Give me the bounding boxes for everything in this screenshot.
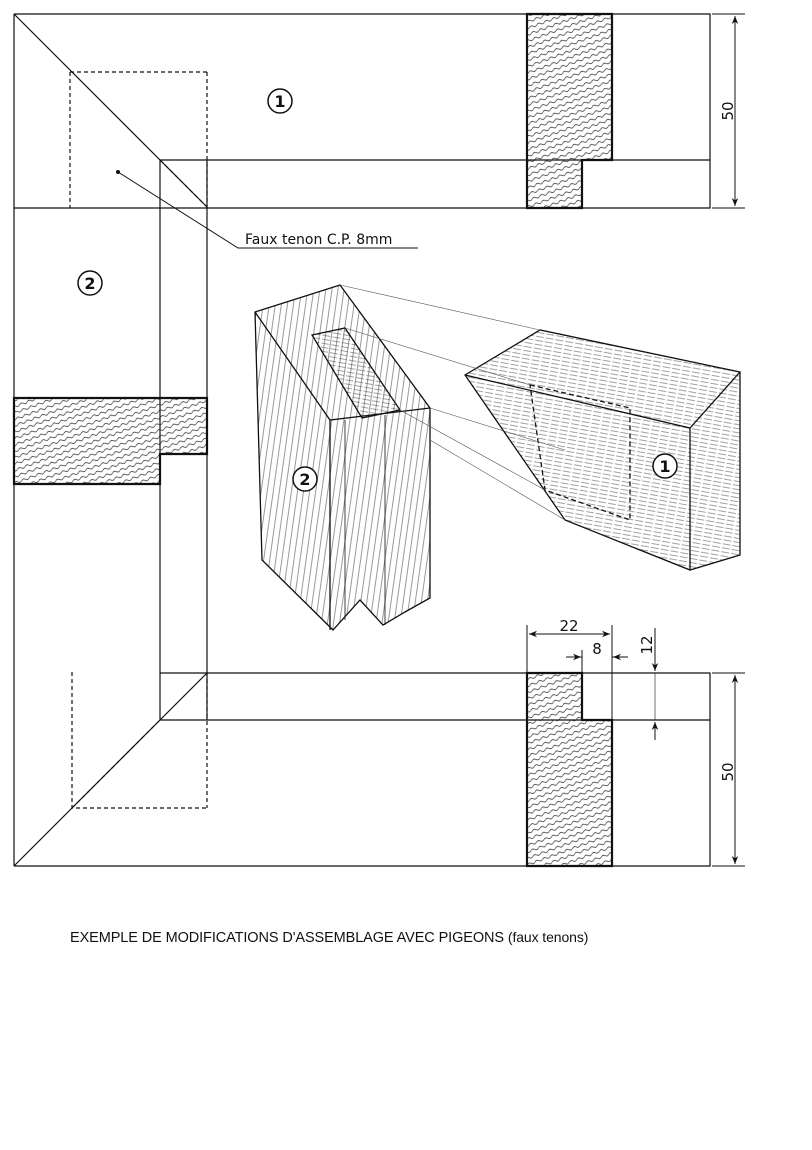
caption-main: EXEMPLE DE MODIFICATIONS D'ASSEMBLAGE AV… bbox=[70, 930, 504, 946]
dimensions bbox=[526, 13, 745, 867]
callout-false-tenon: Faux tenon C.P. 8mm bbox=[116, 170, 418, 249]
section-left bbox=[12, 396, 209, 486]
svg-text:1: 1 bbox=[659, 457, 670, 476]
svg-text:2: 2 bbox=[299, 470, 310, 489]
projection-lines bbox=[339, 284, 566, 521]
dim-8: 8 bbox=[592, 640, 602, 658]
part-2-label: 2 bbox=[77, 270, 103, 296]
section-bottom bbox=[525, 671, 614, 868]
svg-text:1: 1 bbox=[274, 92, 285, 111]
dim-22: 22 bbox=[559, 617, 578, 635]
iso-piece-2: 2 bbox=[254, 284, 431, 631]
iso-piece-1: 1 bbox=[464, 329, 741, 571]
callout-label: Faux tenon C.P. 8mm bbox=[245, 232, 392, 248]
dim-top-50: 50 bbox=[719, 101, 737, 120]
figure-caption: EXEMPLE DE MODIFICATIONS D'ASSEMBLAGE AV… bbox=[70, 929, 588, 946]
svg-text:2: 2 bbox=[84, 274, 95, 293]
dim-12: 12 bbox=[638, 635, 656, 654]
section-top bbox=[525, 12, 614, 210]
part-1-label: 1 bbox=[267, 88, 293, 114]
dim-bottom-50: 50 bbox=[719, 762, 737, 781]
caption-sub: (faux tenons) bbox=[507, 929, 589, 945]
